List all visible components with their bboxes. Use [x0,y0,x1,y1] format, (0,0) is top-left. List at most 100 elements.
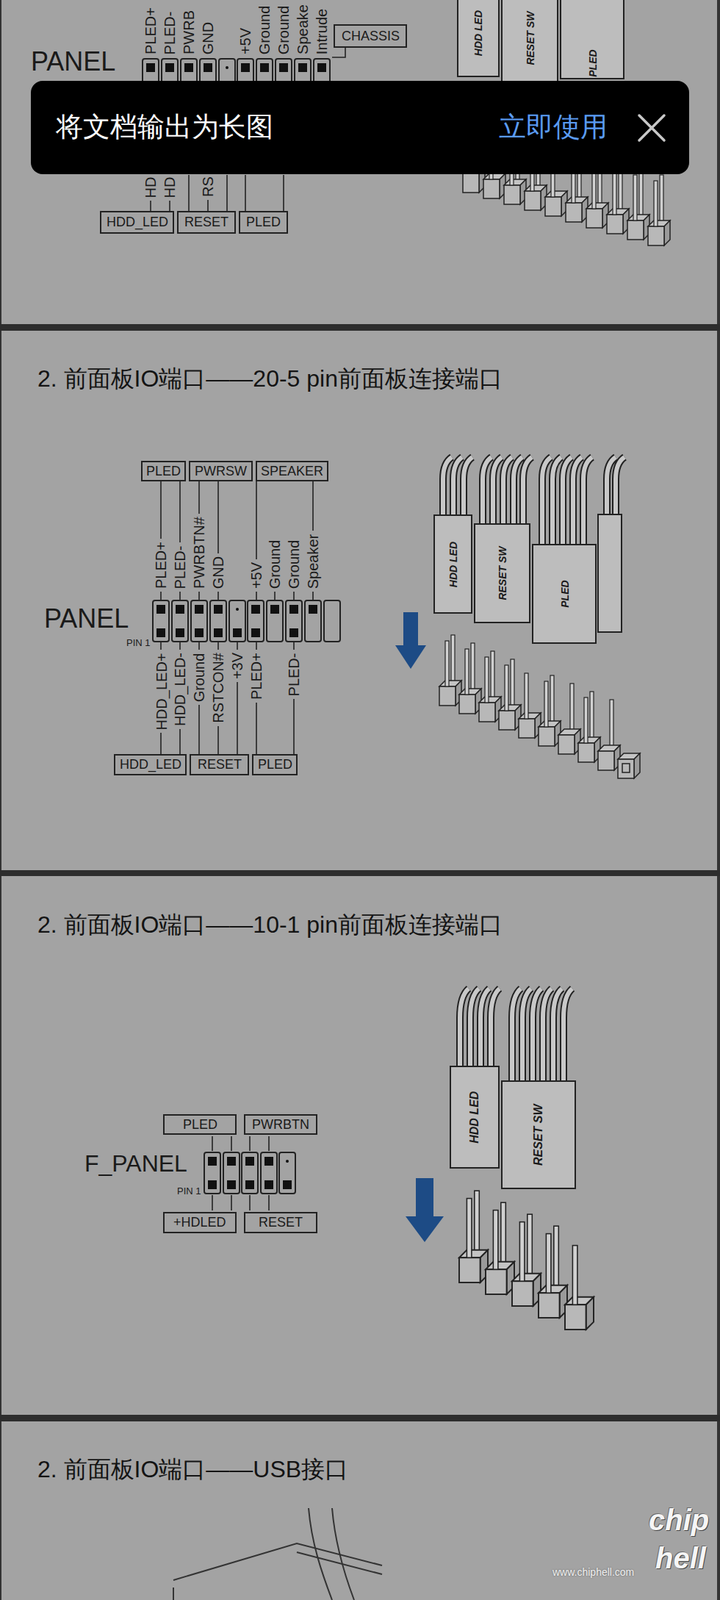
leader-line [168,200,171,211]
housing-text: HDD LED [472,10,485,56]
pin-block [617,753,640,779]
pin-label: Speaker [304,534,322,590]
header-name: F_PANEL [84,1150,188,1177]
pin-label: Ground [285,540,302,590]
leader-line [255,481,258,560]
box-text: PWRSW [194,463,247,480]
pin-label: Ground [266,540,283,590]
housing-text: RESET SW [531,1103,546,1166]
header-name: PANEL [30,47,116,77]
pin-label: RSTCON# [210,652,227,723]
label-box: CHASSIS [333,24,408,48]
pin-column [210,600,227,642]
section-separator [0,324,720,331]
leader-line [212,1194,269,1211]
pin-label: Intrude [313,8,330,55]
pin-header [152,600,341,642]
pin-block [459,1190,488,1283]
box-text: HDD_LED [119,756,182,773]
pin-label: Ground [256,5,273,56]
box-text: PLED [182,1116,218,1133]
box-text: RESET [184,214,229,230]
connector-housing: PLED [559,0,625,80]
leader-line [236,681,239,754]
leader-line [217,481,219,554]
leader-line [160,481,162,539]
connector-housing: RESET SW [501,1080,576,1189]
box-text: +HDLED [173,1214,227,1230]
label-box: RESET [177,210,236,234]
pin-header [204,1152,296,1194]
leader-line [179,641,181,650]
leader-line [160,641,162,650]
box-text: RESET [197,756,242,773]
leader-line [293,641,295,650]
section-title: 2. 前面板IO端口——USB接口 [37,1455,349,1483]
pin-column [247,600,264,642]
pin-column [279,1152,296,1194]
toast-bar: 将文档输出为长图 立即使用 [30,80,690,175]
leader-line [293,698,295,754]
leader-line [188,174,284,211]
leader-line [332,47,346,58]
box-text: SPEAKER [260,463,324,480]
page-border [0,0,2,1600]
box-text: PLED [246,214,281,230]
leader-line [217,591,219,600]
section-panel: 2. 前面板IO端口——20-5 pin前面板连接端口PLEDPWRSWSPEA… [0,330,720,870]
connector-housing: HDD LED [449,1065,500,1169]
pin-label: Speake [294,4,311,55]
pin-block [485,1201,515,1294]
connector-housing-blank [598,514,622,632]
section-panel: 2. 前面板IO端口——10-1 pin前面板连接端口PLEDPWRBTNHDD… [0,875,720,1415]
pin-block [518,672,541,738]
label-box: PLED [238,210,288,234]
label-box: SPEAKER [255,460,329,482]
box-text: PWRBTN [252,1116,310,1133]
pin-label: +5V [248,562,265,589]
leader-line [217,641,219,650]
label-box: PLED [163,1113,237,1135]
label-box: +HDLED [163,1211,237,1233]
insert-arrow [395,612,427,669]
watermark-logo: hell [655,1541,707,1574]
housing-text: RESET SW [524,11,537,65]
label-box: PWRSW [188,460,253,482]
connector-housing: HDD LED [456,0,500,78]
label-box: PLED [252,753,298,776]
pin-block [648,174,671,246]
leader-line [179,591,181,600]
pin-one-mark: PIN 1 [126,637,151,648]
leader-line [198,704,200,754]
leader-line [255,641,258,650]
connector-housing: RESET SW [501,0,559,83]
leader-line [312,591,314,600]
insert-arrow [405,1177,444,1242]
toast-action: 立即使用 [498,111,608,144]
pin-column [324,600,341,642]
housing-text: RESET SW [496,545,509,600]
connector-housing: PLED [531,543,597,644]
leader-line [198,641,200,650]
pin-label: PLED- [285,653,302,697]
leader-line [274,591,276,600]
label-box: PLED [141,460,186,482]
pin-column [266,600,283,642]
leader-line [293,591,295,600]
pin-label: PLED+ [142,7,159,55]
pin-column [152,600,169,642]
leader-line [198,481,200,514]
pin-label: GND [199,22,216,55]
toast-text: 将文档输出为长图 [55,111,274,144]
label-box: RESET [243,1211,318,1233]
pin-label: PLED+ [152,541,169,589]
pin-column [223,1152,240,1194]
connector-housing: HDD LED [433,514,473,614]
pin-column [260,1152,277,1194]
pin-label: RS [199,176,216,197]
label-box: RESET [189,753,250,776]
pin-column [241,1152,258,1194]
pin-label: PLED- [161,11,178,56]
watermark-logo: chip [648,1503,709,1536]
